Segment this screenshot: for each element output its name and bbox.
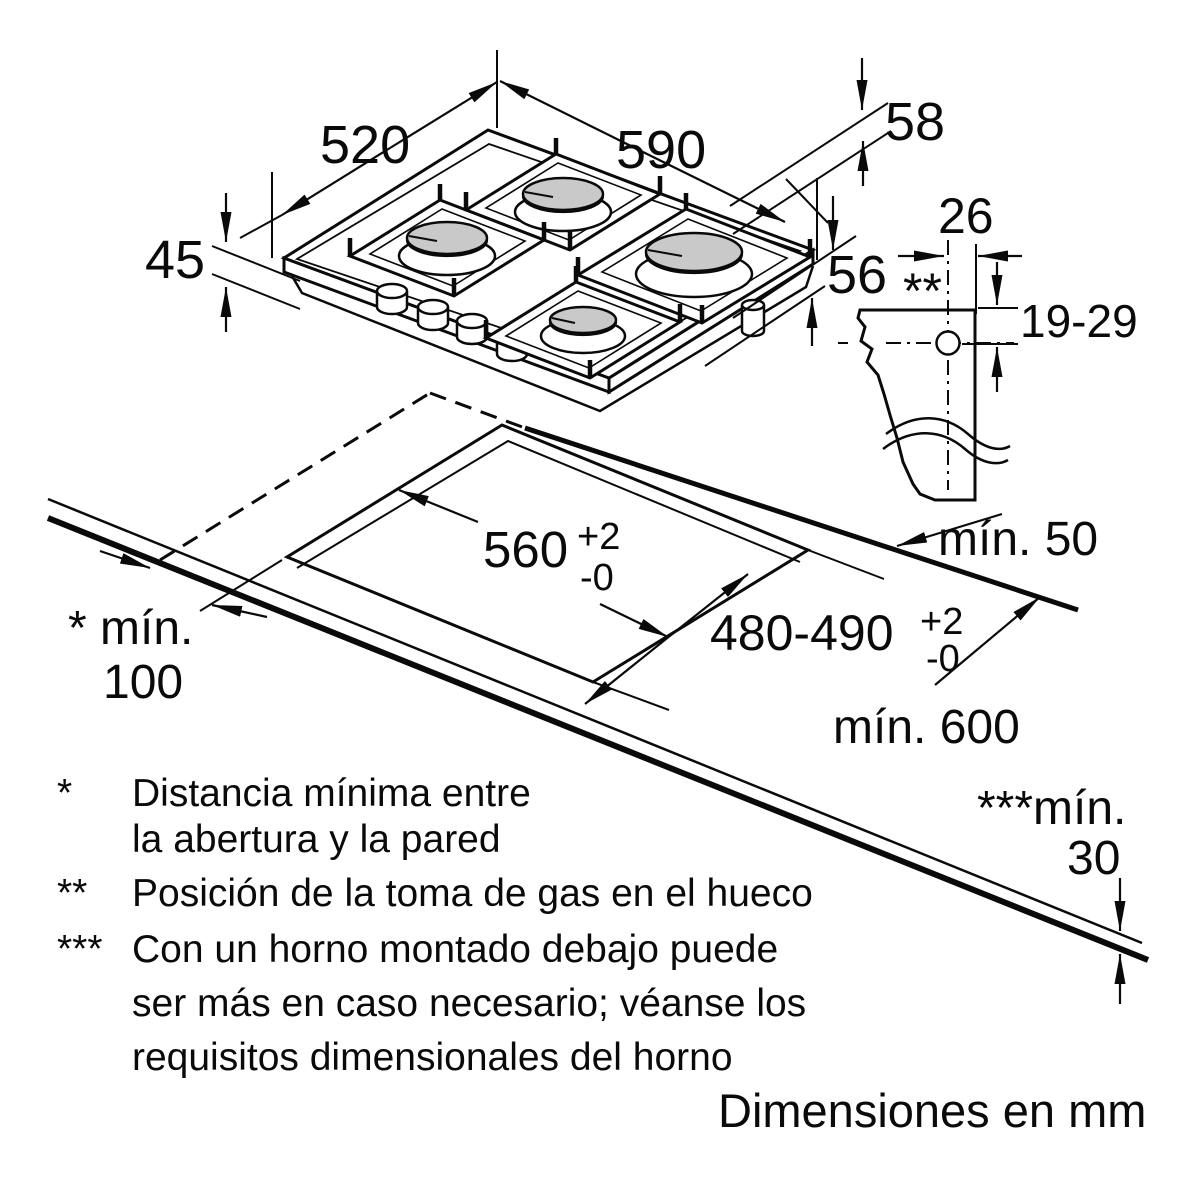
hob-front-height-label: 45 [145, 230, 205, 290]
burner-left [346, 184, 548, 298]
side-clearance-arrow-right [211, 603, 268, 619]
depth-tail [239, 214, 283, 239]
cutout-width-arrow-left [398, 488, 479, 524]
cutout-width-tol-minus: -0 [580, 557, 614, 599]
side-clearance-label-1: * mín. [68, 602, 193, 655]
knob-1 [375, 282, 409, 316]
footnote-3-line-1: Con un horno montado debajo puede [132, 928, 778, 971]
width-arrow-left [499, 80, 644, 153]
worktop-back-edge-hidden [429, 391, 526, 430]
break-wave-upper [885, 417, 1011, 451]
side-clearance-arrow-left [99, 549, 151, 570]
wall-clearance-label: mín. 50 [938, 513, 1098, 566]
hob-top-height-label: 58 [885, 92, 945, 152]
cutout-depth-arrow-down [584, 638, 667, 705]
profile-outline [856, 308, 977, 502]
cutout-inner-rim [296, 439, 801, 569]
side-clearance-label-2: 100 [103, 656, 183, 709]
h58-ref-lower [732, 130, 892, 235]
h56-ref-lower [704, 285, 826, 367]
footnotes: * Distancia mínima entre la abertura y l… [57, 772, 813, 1079]
break-wave-lower [882, 432, 1009, 465]
footnote-2-marker: ** [57, 872, 87, 915]
units-label: Dimensiones en mm [718, 1084, 1146, 1137]
cutout-depth-tol-minus: -0 [926, 638, 960, 680]
cutout-width-label: 560 [483, 521, 568, 578]
wall-clearance-arrow [896, 512, 1003, 548]
burner-right-wok [574, 193, 814, 325]
worktop-back-edge [524, 425, 1079, 613]
gas-offset-label: 26 [938, 188, 994, 244]
gas-inlet-hole [935, 330, 961, 356]
hob-drawing [280, 128, 817, 413]
cutout-depth-label: 480-490 [710, 605, 894, 661]
gas-connection-detail: 26 ** 19-29 [838, 188, 1138, 502]
side-clearance-ext [199, 559, 283, 612]
gas-depth-range-label: 19-29 [1020, 295, 1138, 347]
footnote-2-line-1: Posición de la toma de gas en el hueco [132, 872, 813, 915]
hob-built-in-depth-label: 56 [827, 245, 887, 305]
cutout-depth-ext-lower [592, 681, 670, 711]
burner-front [482, 266, 684, 380]
knob-2 [416, 298, 450, 332]
worktop-depth-label: mín. 600 [833, 701, 1020, 754]
width-arrow-right [642, 151, 786, 223]
knob-3 [455, 312, 489, 346]
hob-width-label: 590 [616, 120, 706, 180]
width-ext-right [785, 178, 829, 224]
h45-ref-lower [211, 273, 301, 310]
cutout-depth-tol-plus: +2 [920, 601, 963, 643]
cutout-dimensions: 560 +2 -0 480-490 +2 -0 mín. 50 mín. 600… [68, 488, 1126, 1004]
hob-depth-label: 520 [320, 115, 410, 175]
worktop-thickness-label-2: 30 [1067, 832, 1120, 885]
footnote-3-line-3: requisitos dimensionales del horno [132, 1036, 733, 1079]
footnote-3-line-2: ser más en caso necesario; véanse los [132, 982, 806, 1025]
depth-arrow-up [389, 81, 498, 149]
worktop-depth-arrow [934, 596, 1041, 686]
footnote-1-line-1: Distancia mínima entre [132, 772, 531, 815]
depth-arrow-down [281, 147, 391, 216]
footnote-1-line-2: la abertura y la pared [132, 818, 501, 861]
cutout-width-tol-plus: +2 [577, 516, 620, 558]
gas-marker-label: ** [903, 263, 942, 319]
worktop-front-edge-top [47, 497, 1143, 945]
cutout-depth-ext-upper [807, 549, 885, 580]
cutout-depth-arrow-up [665, 573, 749, 640]
h58-ref-upper [729, 102, 889, 207]
burner-back [462, 138, 664, 252]
worktop-thickness-label-1: ***mín. [977, 782, 1126, 835]
footnote-3-marker: *** [57, 928, 103, 971]
footnote-1-marker: * [57, 772, 72, 815]
hob-dimensions: 520 590 58 45 56 [145, 50, 945, 367]
cutout-width-arrow-right [599, 603, 669, 638]
h45-ref-upper [211, 245, 301, 282]
